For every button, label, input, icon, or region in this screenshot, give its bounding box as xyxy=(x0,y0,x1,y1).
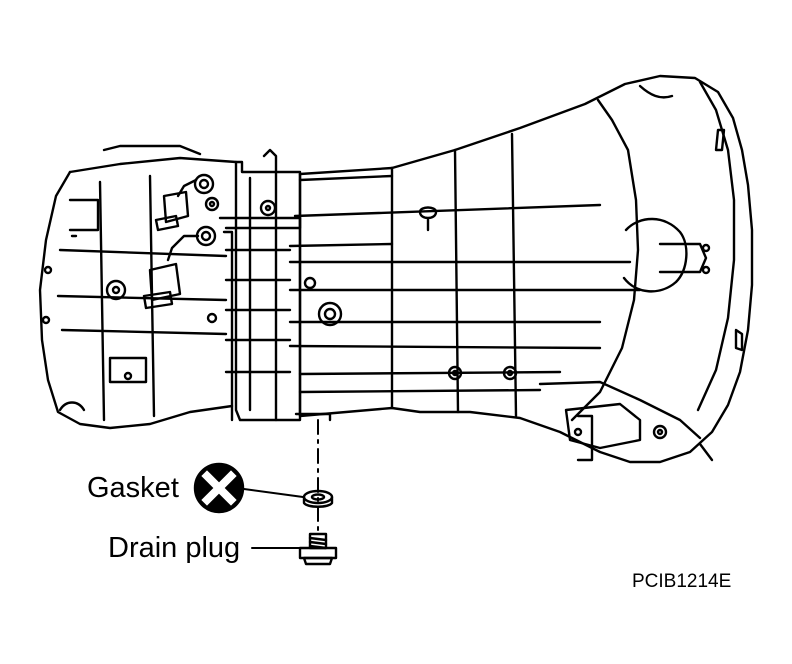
main-case xyxy=(288,132,642,418)
replace-do-not-reuse-icon xyxy=(193,462,245,514)
sensor-connectors xyxy=(142,173,220,310)
figure-code: PCIB1214E xyxy=(632,571,732,592)
gasket-washer xyxy=(302,489,334,508)
center-plate xyxy=(218,148,332,422)
bell-housing xyxy=(390,74,754,464)
drain-plug-label: Drain plug xyxy=(108,532,241,564)
drain-plug xyxy=(298,532,338,566)
extension-housing xyxy=(38,144,238,430)
gasket-leader-line xyxy=(243,488,304,498)
gasket-label: Gasket xyxy=(87,472,179,504)
